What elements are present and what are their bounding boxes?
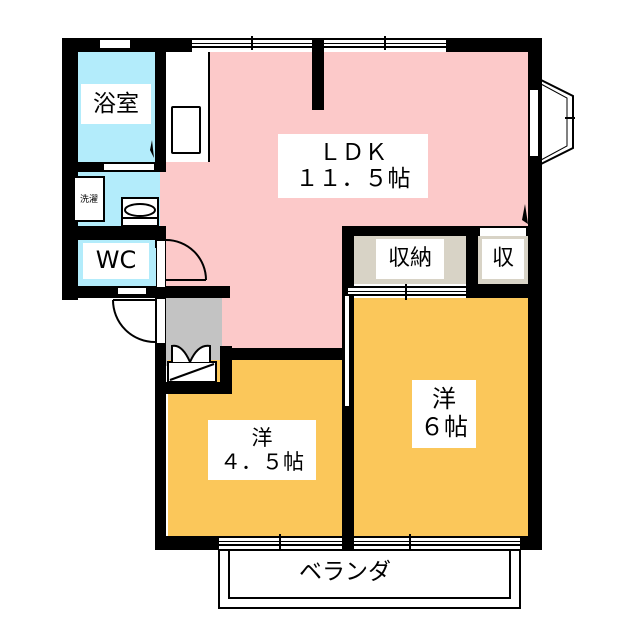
window-bath-bottom bbox=[104, 164, 154, 170]
wall-entry-left bbox=[155, 296, 166, 550]
veranda-outline bbox=[218, 549, 521, 609]
closet-large-label: 収納 bbox=[376, 239, 444, 279]
toilet-label: WC bbox=[83, 243, 149, 279]
bay-window-icon bbox=[540, 79, 575, 165]
ldk-floor-lower bbox=[220, 228, 346, 350]
wall-bath-right bbox=[155, 38, 166, 172]
wall-bottom-mid bbox=[342, 536, 354, 550]
door-swing-icons bbox=[112, 239, 207, 343]
western-small-label: 洋 ４．５帖 bbox=[208, 420, 316, 480]
ldk-floor-left bbox=[160, 228, 222, 288]
window-bath-top bbox=[100, 40, 130, 48]
wash-basin-icon bbox=[121, 197, 159, 227]
wall-ldk-bottom bbox=[220, 348, 354, 360]
wall-wc-right bbox=[155, 226, 166, 248]
closet-small-label: 収 bbox=[482, 239, 524, 279]
door-western-large-sliding bbox=[343, 296, 351, 406]
wall-closet-bottom bbox=[466, 284, 542, 298]
kitchen-sink bbox=[171, 106, 201, 154]
window-wc-bottom bbox=[118, 288, 146, 294]
wall-entry-bottom bbox=[155, 382, 232, 394]
wall-ldk-stub bbox=[312, 38, 324, 110]
bathroom-label: 浴室 bbox=[81, 84, 151, 124]
washroom-label: 洗濯 bbox=[79, 194, 98, 205]
wall-bottom-right bbox=[520, 536, 542, 550]
western-large-label: 洋 ６帖 bbox=[412, 380, 476, 448]
door-wc bbox=[156, 240, 166, 288]
wall-wc-bottom bbox=[62, 286, 230, 298]
wall-closet-mid bbox=[466, 226, 478, 298]
veranda-label: ベランダ bbox=[299, 558, 391, 585]
door-entrance-side bbox=[156, 298, 166, 344]
ldk-label: ＬＤＫ １１．５帖 bbox=[278, 134, 428, 198]
wall-closet-top bbox=[342, 226, 542, 236]
shoe-cabinet-icon bbox=[167, 344, 217, 383]
door-closet-small bbox=[480, 228, 526, 236]
wall-outer-top-right bbox=[446, 38, 542, 52]
window-right-bay bbox=[530, 90, 538, 156]
washer-icon bbox=[73, 176, 105, 222]
wall-bottom-left bbox=[155, 536, 219, 550]
window-bottom-large bbox=[354, 536, 520, 546]
wall-wash-bottom bbox=[62, 226, 166, 240]
